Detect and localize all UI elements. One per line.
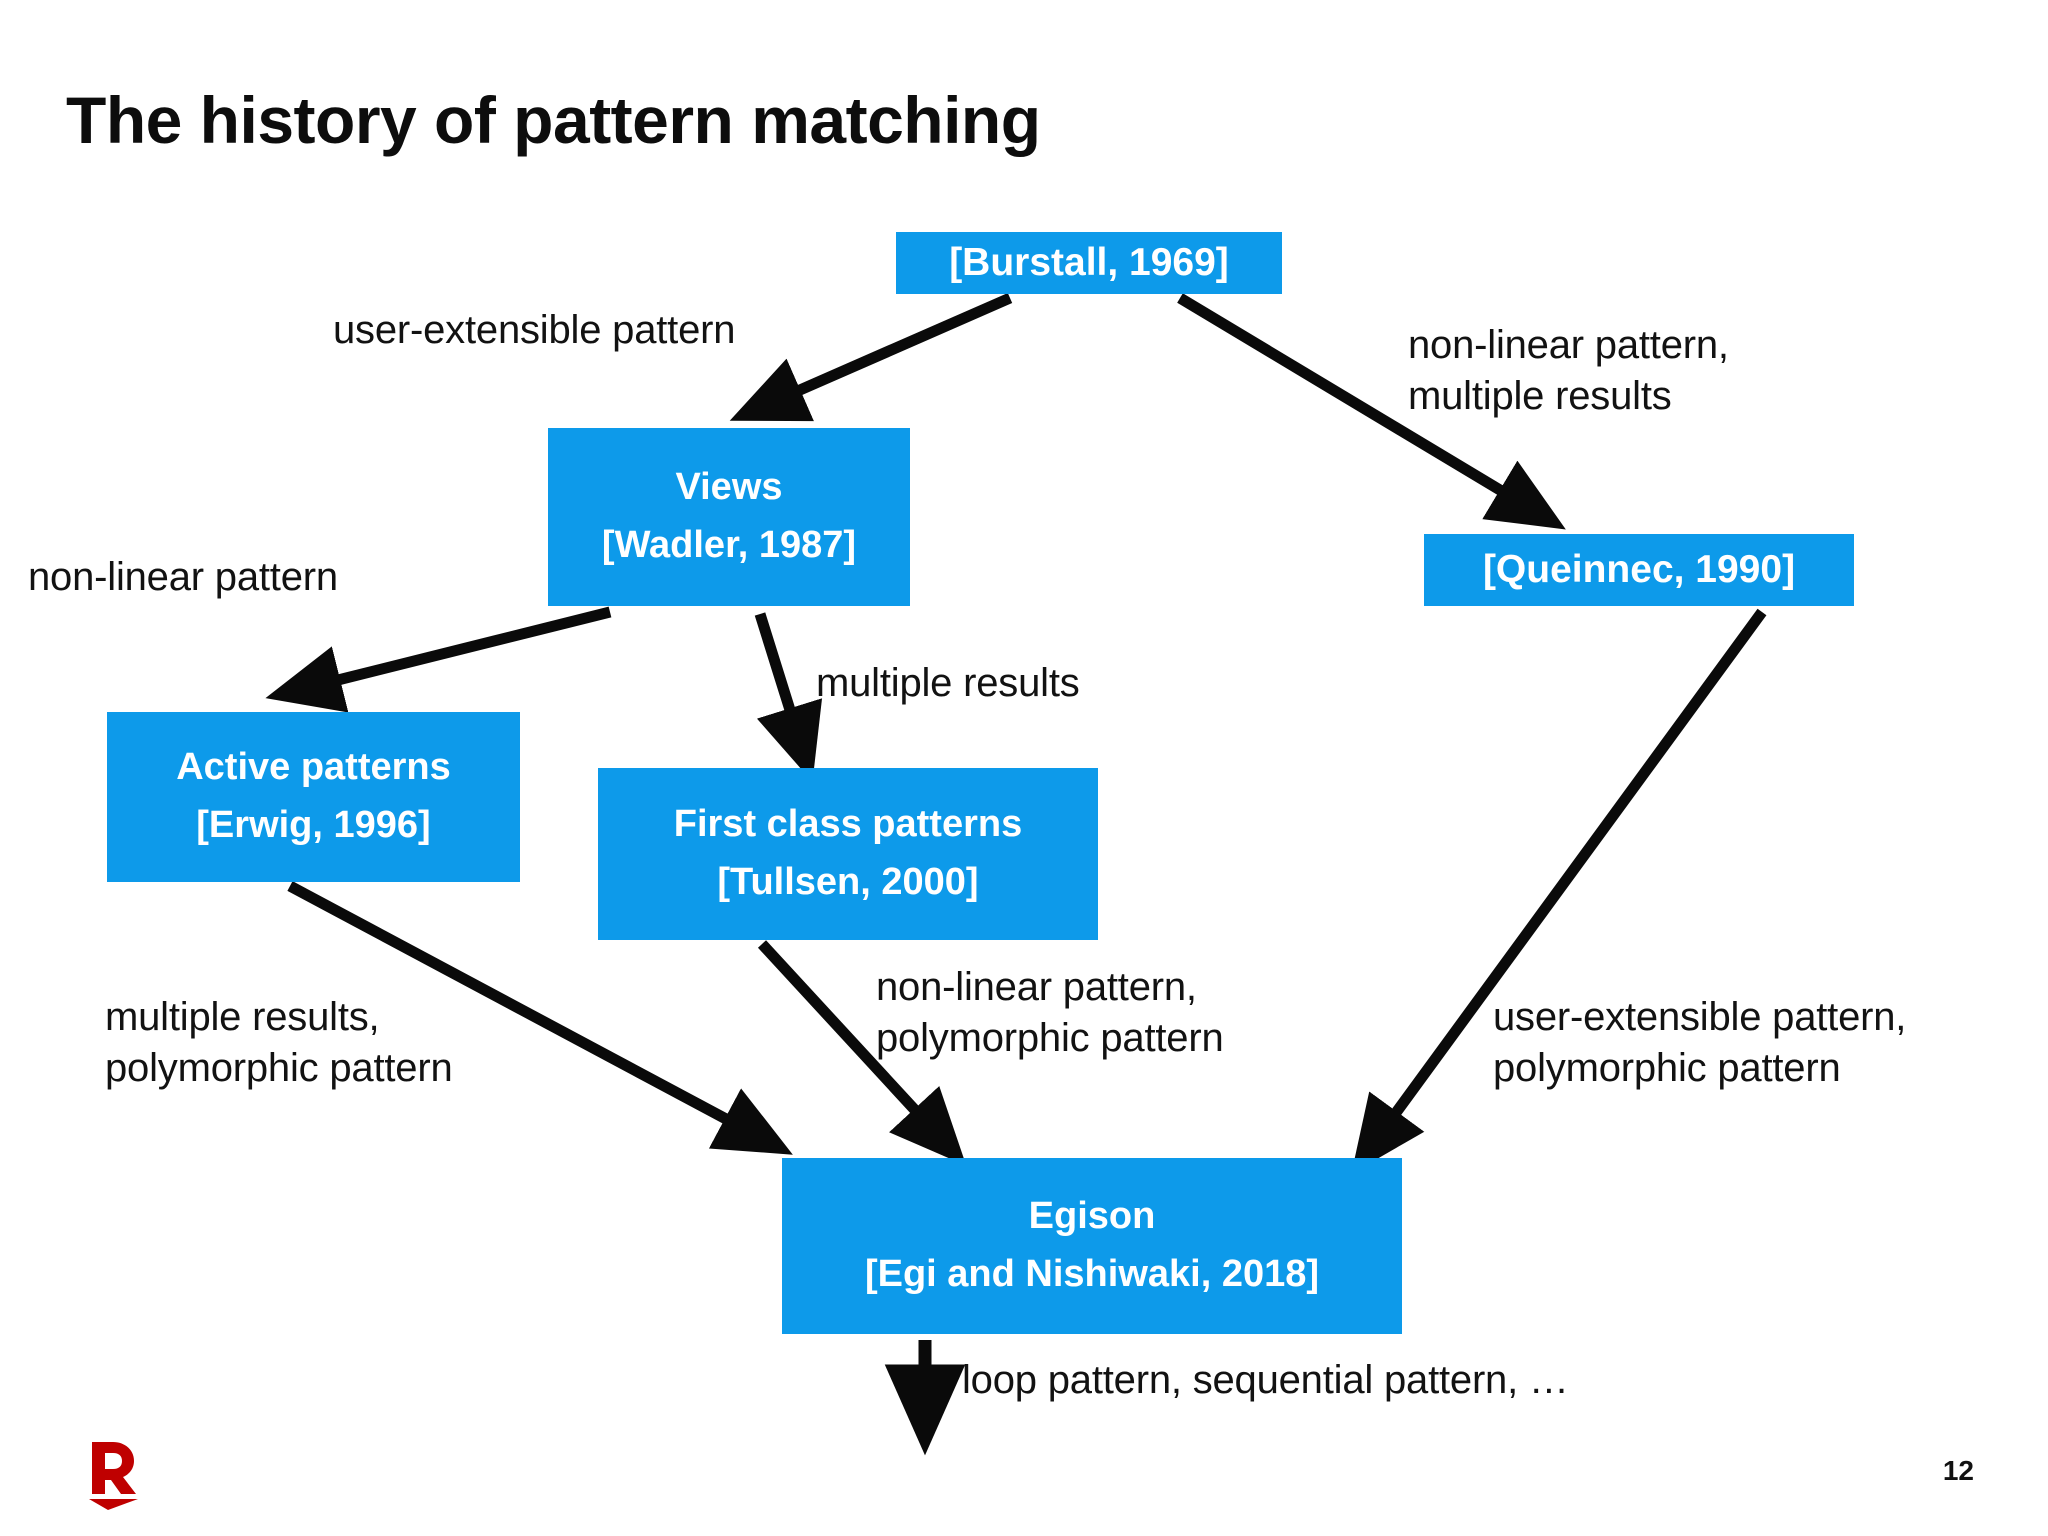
node-egison-line1: Egison	[1028, 1195, 1156, 1238]
node-active-patterns[interactable]: Active patterns [Erwig, 1996]	[107, 712, 520, 882]
edge-label-queinnec-egison-line1: user-extensible pattern,	[1493, 995, 1907, 1039]
node-egison[interactable]: Egison [Egi and Nishiwaki, 2018]	[782, 1158, 1402, 1334]
edge-label-burstall-queinnec-line2: multiple results	[1408, 374, 1672, 419]
edge-label-burstall-queinnec: non-linear pattern, multiple results	[1408, 320, 1729, 422]
node-egison-line2: [Egi and Nishiwaki, 2018]	[864, 1253, 1320, 1295]
node-queinnec-line1: [Queinnec, 1990]	[1482, 547, 1796, 591]
node-queinnec[interactable]: [Queinnec, 1990]	[1424, 534, 1854, 606]
edge-label-views-active: non-linear pattern	[28, 552, 338, 603]
edge-label-views-active-line1: non-linear pattern	[28, 555, 338, 599]
arrow-burstall-views	[729, 292, 1013, 422]
page-number: 12	[1942, 1455, 1974, 1486]
edge-label-burstall-queinnec-line1: non-linear pattern,	[1408, 323, 1729, 367]
node-active-patterns-line2: [Erwig, 1996]	[196, 804, 431, 846]
edge-label-burstall-views-line1: user-extensible pattern	[333, 308, 736, 352]
edge-label-firstclass-egison: non-linear pattern, polymorphic pattern	[876, 962, 1224, 1064]
node-burstall-line1: [Burstall, 1969]	[949, 240, 1229, 284]
edge-label-egison-future-line1: loop pattern, sequential pattern, …	[962, 1358, 1569, 1402]
edge-label-active-egison: multiple results, polymorphic pattern	[105, 992, 453, 1094]
arrow-views-active	[265, 606, 612, 713]
edge-label-egison-future: loop pattern, sequential pattern, …	[962, 1355, 1569, 1406]
node-burstall[interactable]: [Burstall, 1969]	[896, 232, 1282, 294]
node-views-line1: Views	[675, 466, 783, 509]
edge-label-active-egison-line1: multiple results,	[105, 995, 380, 1039]
edge-label-firstclass-egison-line2: polymorphic pattern	[876, 1016, 1224, 1061]
node-first-class-patterns-line1: First class patterns	[673, 803, 1023, 846]
edge-label-queinnec-egison: user-extensible pattern, polymorphic pat…	[1493, 992, 1906, 1094]
edge-label-firstclass-egison-line1: non-linear pattern,	[876, 965, 1197, 1009]
page-title: The history of pattern matching	[66, 83, 1041, 157]
edge-label-active-egison-line2: polymorphic pattern	[105, 1046, 453, 1091]
node-active-patterns-line1: Active patterns	[176, 746, 451, 789]
edge-label-views-firstclass-line1: multiple results	[816, 661, 1080, 705]
node-first-class-patterns-line2: [Tullsen, 2000]	[717, 861, 979, 903]
node-views-line2: [Wadler, 1987]	[601, 524, 857, 566]
arrow-views-firstclass	[754, 612, 823, 782]
edge-label-queinnec-egison-line2: polymorphic pattern	[1493, 1046, 1841, 1091]
node-views[interactable]: Views [Wadler, 1987]	[548, 428, 910, 606]
node-first-class-patterns[interactable]: First class patterns [Tullsen, 2000]	[598, 768, 1098, 940]
rakuten-logo-icon	[89, 1442, 138, 1510]
edge-label-views-firstclass: multiple results	[816, 658, 1080, 709]
edge-label-burstall-views: user-extensible pattern	[333, 305, 735, 356]
